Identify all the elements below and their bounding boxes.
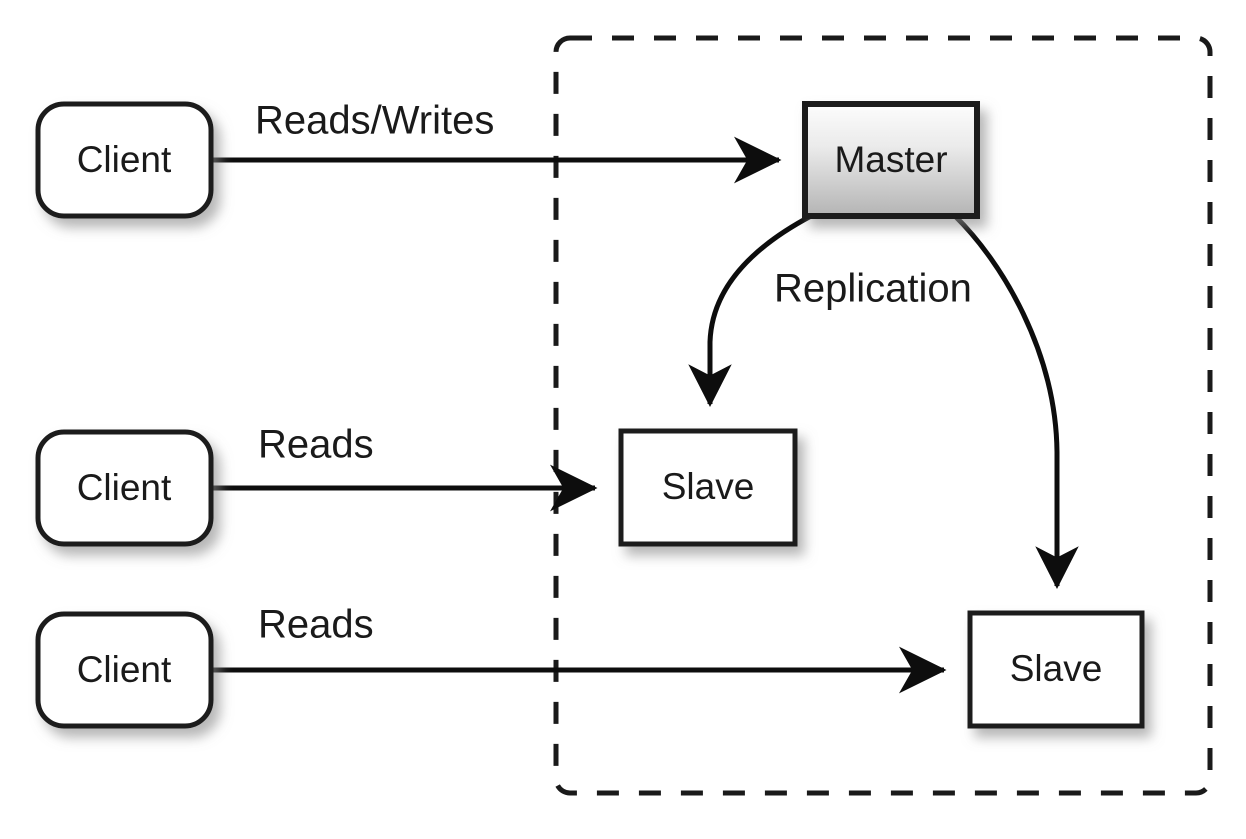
client-1-box[interactable] bbox=[35, 101, 214, 219]
client-3-label: Client bbox=[77, 649, 172, 690]
edge-master-slave2-curve bbox=[953, 214, 1079, 590]
master-label: Master bbox=[834, 139, 947, 180]
client-3-box[interactable] bbox=[35, 611, 214, 729]
client-2-box[interactable] bbox=[35, 429, 214, 547]
slave-1-label: Slave bbox=[662, 466, 755, 507]
node-client-1[interactable]: Client bbox=[35, 101, 214, 219]
slave-1-box[interactable] bbox=[618, 428, 798, 547]
edge-label-reads-writes: Reads/Writes bbox=[255, 99, 494, 143]
edge-label-reads-bottom: Reads bbox=[258, 603, 374, 647]
client-2-label: Client bbox=[77, 467, 172, 508]
master-box[interactable] bbox=[802, 101, 980, 219]
node-master[interactable]: Master bbox=[802, 101, 980, 219]
client-1-label: Client bbox=[77, 139, 172, 180]
slave-2-label: Slave bbox=[1010, 648, 1103, 689]
datastore-boundary bbox=[553, 35, 1213, 796]
node-slave-2[interactable]: Slave bbox=[967, 610, 1145, 729]
edge-label-replication: Replication bbox=[774, 267, 972, 311]
node-slave-1[interactable]: Slave bbox=[618, 428, 798, 547]
slave-2-box[interactable] bbox=[967, 610, 1145, 729]
edge-master-slave1-curve bbox=[688, 213, 813, 408]
node-client-2[interactable]: Client bbox=[35, 429, 214, 547]
node-client-3[interactable]: Client bbox=[35, 611, 214, 729]
edge-label-reads-middle: Reads bbox=[258, 423, 374, 467]
